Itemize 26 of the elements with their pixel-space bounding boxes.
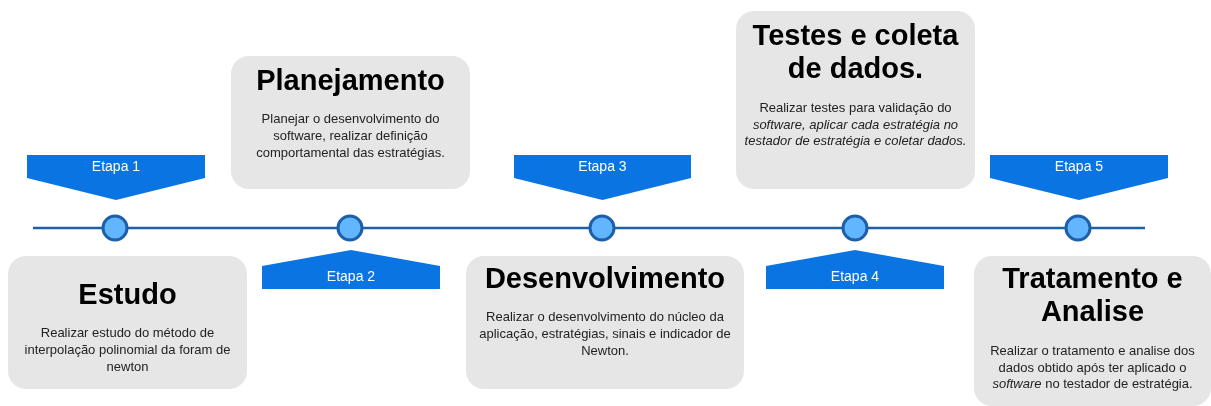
stage-title: Desenvolvimento	[484, 262, 726, 296]
step-label: Etapa 2	[325, 268, 377, 284]
stage-card	[736, 11, 975, 189]
stage-description: Realizar estudo do método de interpolação polinomial da foram de newton	[23, 325, 232, 376]
step-label: Etapa 3	[577, 158, 628, 174]
stage-title: Planejamento	[256, 64, 445, 98]
timeline-line	[127, 226, 338, 230]
stage-description: Realizar testes para validação do software, aplicar cada estratégia no testador de estratégia e coletar dados.	[743, 99, 968, 151]
timeline-line	[362, 226, 590, 230]
step-label: Etapa 5	[1053, 158, 1105, 174]
stage-title: Estudo	[78, 278, 177, 312]
stage-description: Realizar o desenvolvimento do núcleo da aplicação, estratégias, sinais e indicador de Newton.	[478, 309, 732, 360]
step-label: Etapa 1	[90, 158, 142, 174]
step-label: Etapa 4	[829, 268, 881, 284]
timeline-line	[1090, 226, 1145, 230]
stage-card	[466, 256, 744, 389]
stage-description: Realizar o tratamento e analise dos dados obtido após ter aplicado o software no testador de estratégia.	[989, 342, 1196, 394]
timeline-line	[614, 226, 843, 230]
stage-title: Tratamento e Analise	[1001, 262, 1184, 329]
stage-description: Planejar o desenvolvimento do software, realizar definição comportamental das estratégias.	[255, 111, 446, 162]
timeline-line	[867, 226, 1066, 230]
stage-card	[231, 56, 470, 189]
timeline-line	[33, 226, 103, 230]
stage-card	[974, 256, 1211, 406]
stage-card	[8, 256, 247, 389]
stage-title: Testes e coleta de dados.	[751, 19, 960, 86]
